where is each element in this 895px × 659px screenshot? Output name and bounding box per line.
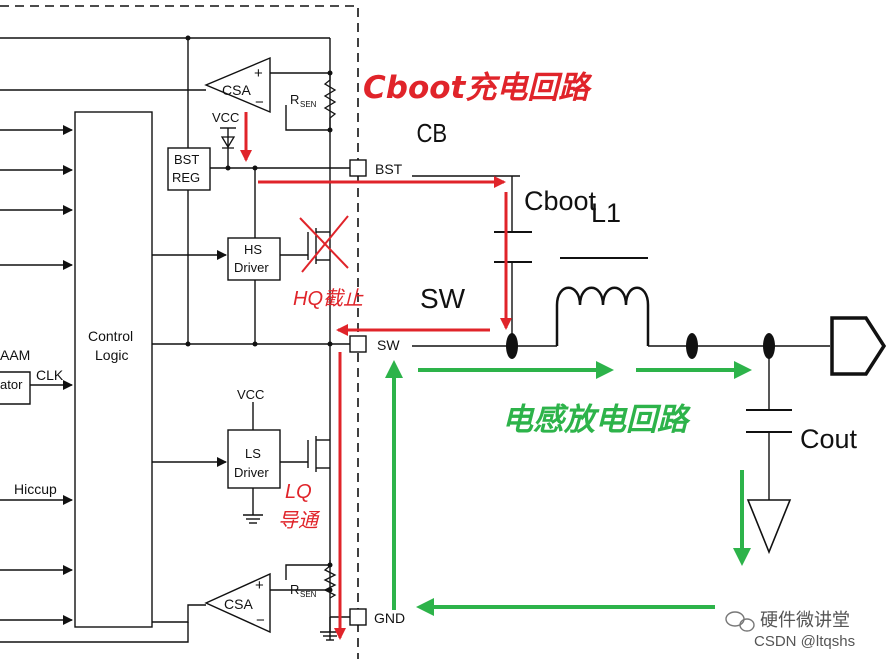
csa-bottom-plus: + <box>255 577 264 594</box>
lq-on-annotation-line2: 导通 <box>278 510 321 532</box>
hs-driver-line1: HS <box>244 242 262 257</box>
rsen-top-resistor <box>323 73 337 130</box>
pin-sw-label: SW <box>377 337 400 353</box>
inductor-loop-annotation: 电感放电回路 <box>502 402 691 438</box>
csa-bottom-amplifier <box>204 572 271 634</box>
csa-top-plus: + <box>254 65 263 82</box>
ls-driver-line1: LS <box>245 446 261 461</box>
control-logic-line2: Logic <box>95 347 128 363</box>
csa-top-amplifier <box>204 56 271 114</box>
oscillator-label: ator <box>0 377 23 392</box>
cb-label: CB <box>417 119 448 148</box>
hq-cross-line-2 <box>301 215 349 273</box>
pin-gnd-box <box>349 608 367 626</box>
cboot-label: Cboot <box>524 186 597 216</box>
aam-label: AAM <box>0 347 30 363</box>
csa-top-minus: − <box>255 94 264 111</box>
vcc-top-label: VCC <box>212 110 239 125</box>
green-current-paths <box>385 360 752 616</box>
hs-driver-line2: Driver <box>234 260 269 275</box>
cboot-loop-annotation: Cboot充电回路 <box>363 70 592 106</box>
rsen-top-sub: SEN <box>300 100 317 109</box>
output-connector-icon <box>830 316 887 376</box>
diode-icon <box>220 136 236 149</box>
watermark-brand: 硬件微讲堂 <box>760 610 850 630</box>
clk-label: CLK <box>36 367 64 383</box>
hq-cross-line-1 <box>299 217 349 269</box>
l1-label: L1 <box>591 198 621 228</box>
inductor-icon <box>555 286 650 346</box>
pin-gnd-label: GND <box>374 610 405 626</box>
ls-driver-line2: Driver <box>234 465 269 480</box>
ls-driver-block <box>227 429 281 489</box>
bst-reg-line1: BST <box>174 152 199 167</box>
red-current-paths <box>240 112 512 640</box>
vcc-mid-label: VCC <box>237 387 264 402</box>
bst-reg-line2: REG <box>172 170 200 185</box>
watermark-csdn: CSDN @ltqshs <box>754 633 855 650</box>
rsen-top-label: R <box>290 92 299 107</box>
hs-driver-block <box>227 237 281 281</box>
hiccup-label: Hiccup <box>14 481 57 497</box>
lq-on-annotation-line1: LQ <box>285 481 312 503</box>
pin-bst-box <box>349 159 367 177</box>
control-logic-block <box>74 111 153 628</box>
pin-bst-label: BST <box>375 161 403 177</box>
ground-triangle-icon <box>746 499 792 555</box>
wechat-icon <box>725 611 755 632</box>
control-logic-line1: Control <box>88 328 133 344</box>
pin-sw-box <box>349 335 367 353</box>
rsen-bottom-label: R <box>290 582 299 597</box>
junction-dots <box>185 35 775 593</box>
csa-top-label: CSA <box>222 82 251 98</box>
csa-bottom-label: CSA <box>224 596 253 612</box>
csa-bottom-minus: − <box>256 612 265 629</box>
bst-reg-block <box>167 147 211 191</box>
cout-label: Cout <box>800 424 858 454</box>
sw-node-label: SW <box>420 283 466 314</box>
hq-off-annotation: HQ截止 <box>293 288 364 310</box>
rsen-bottom-resistor <box>323 560 337 599</box>
rsen-bottom-sub: SEN <box>300 590 317 599</box>
